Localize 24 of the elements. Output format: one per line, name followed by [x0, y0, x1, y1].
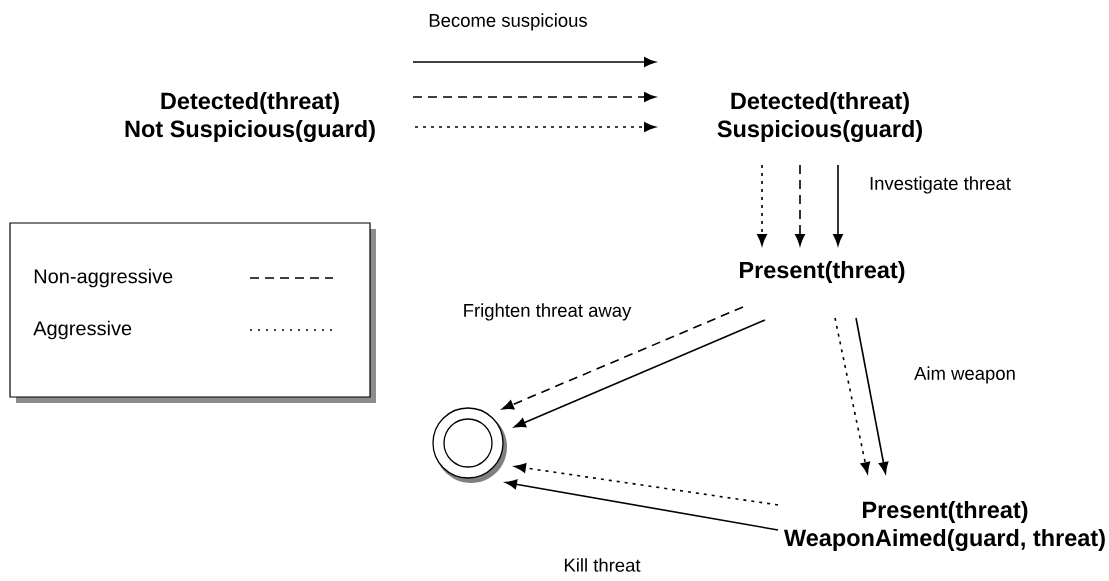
arrow — [757, 164, 767, 246]
arrow — [502, 306, 744, 410]
arrow — [795, 164, 805, 246]
edge-label: Kill threat — [562, 557, 642, 573]
arrow — [855, 317, 889, 474]
arrow — [505, 479, 779, 531]
arrow — [414, 122, 656, 132]
legend-text: Non-aggressive — [34, 268, 173, 288]
edge-label: Investigate threat — [868, 175, 1012, 195]
arrow — [833, 164, 843, 246]
edge-label: Become suspicious — [427, 12, 589, 32]
legend-text: Aggressive — [33, 320, 132, 340]
state-label: Present(threat) WeaponAimed(guard, threat) — [784, 501, 1105, 551]
arrow — [412, 92, 656, 102]
arrow — [412, 57, 656, 67]
arrow — [834, 317, 871, 474]
state-label: Detected(threat) Suspicious(guard) — [717, 92, 922, 142]
final-state-circle — [432, 407, 507, 483]
edge-label: Aim weapon — [913, 365, 1017, 385]
arrow — [514, 463, 779, 506]
arrow — [514, 319, 766, 428]
edge-label: Frighten threat away — [461, 302, 633, 322]
state-label: Present(threat) — [740, 261, 905, 283]
state-label: Detected(threat) Not Suspicious(guard) — [125, 92, 375, 142]
